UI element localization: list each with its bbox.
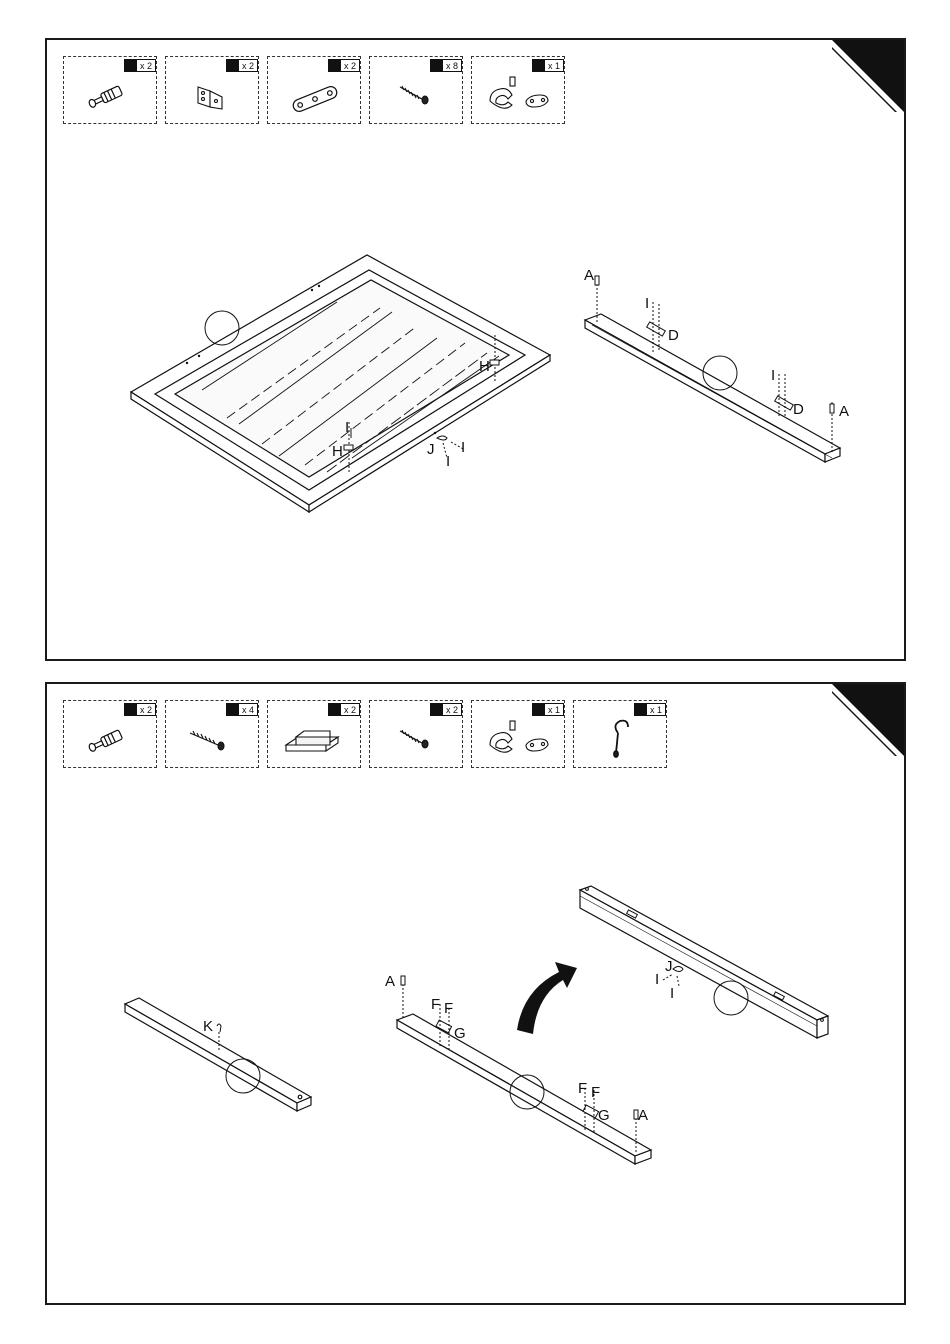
label-a: A — [584, 267, 594, 284]
label-j: J — [427, 441, 435, 458]
label-g: G — [454, 1025, 466, 1042]
label-k: K — [203, 1018, 213, 1035]
label-h: H — [479, 358, 490, 375]
side-panel-board — [580, 886, 828, 1038]
label-f: F — [444, 1000, 453, 1017]
label-a: A — [839, 403, 849, 420]
assembly-step-2: x 2 x 4 x 2 — [45, 682, 906, 1305]
label-i: I — [655, 971, 659, 988]
assembly-step-1: x 2 x 2 x 2 — [45, 38, 906, 661]
label-h: H — [332, 443, 343, 460]
label-d: D — [793, 401, 804, 418]
rotate-arrow-icon — [517, 962, 577, 1034]
label-a: A — [385, 973, 395, 990]
label-a: A — [638, 1107, 648, 1124]
label-i: I — [446, 453, 450, 470]
middle-rail-board — [397, 1014, 651, 1164]
label-i: I — [345, 419, 349, 436]
label-i: I — [645, 295, 649, 312]
label-f: F — [578, 1080, 587, 1097]
bottom-rail-board — [125, 998, 311, 1111]
label-i: I — [670, 985, 674, 1002]
label-i: I — [461, 439, 465, 456]
glass-door-panel — [131, 255, 550, 512]
label-j: J — [665, 958, 673, 975]
label-f: F — [431, 996, 440, 1013]
label-d: D — [668, 327, 679, 344]
label-i: I — [771, 367, 775, 384]
step-1-illustration: H I H J I I — [47, 40, 906, 661]
label-f: F — [591, 1084, 600, 1101]
step-2-illustration: K A F F G F F G A — [47, 684, 906, 1305]
label-g: G — [598, 1107, 610, 1124]
